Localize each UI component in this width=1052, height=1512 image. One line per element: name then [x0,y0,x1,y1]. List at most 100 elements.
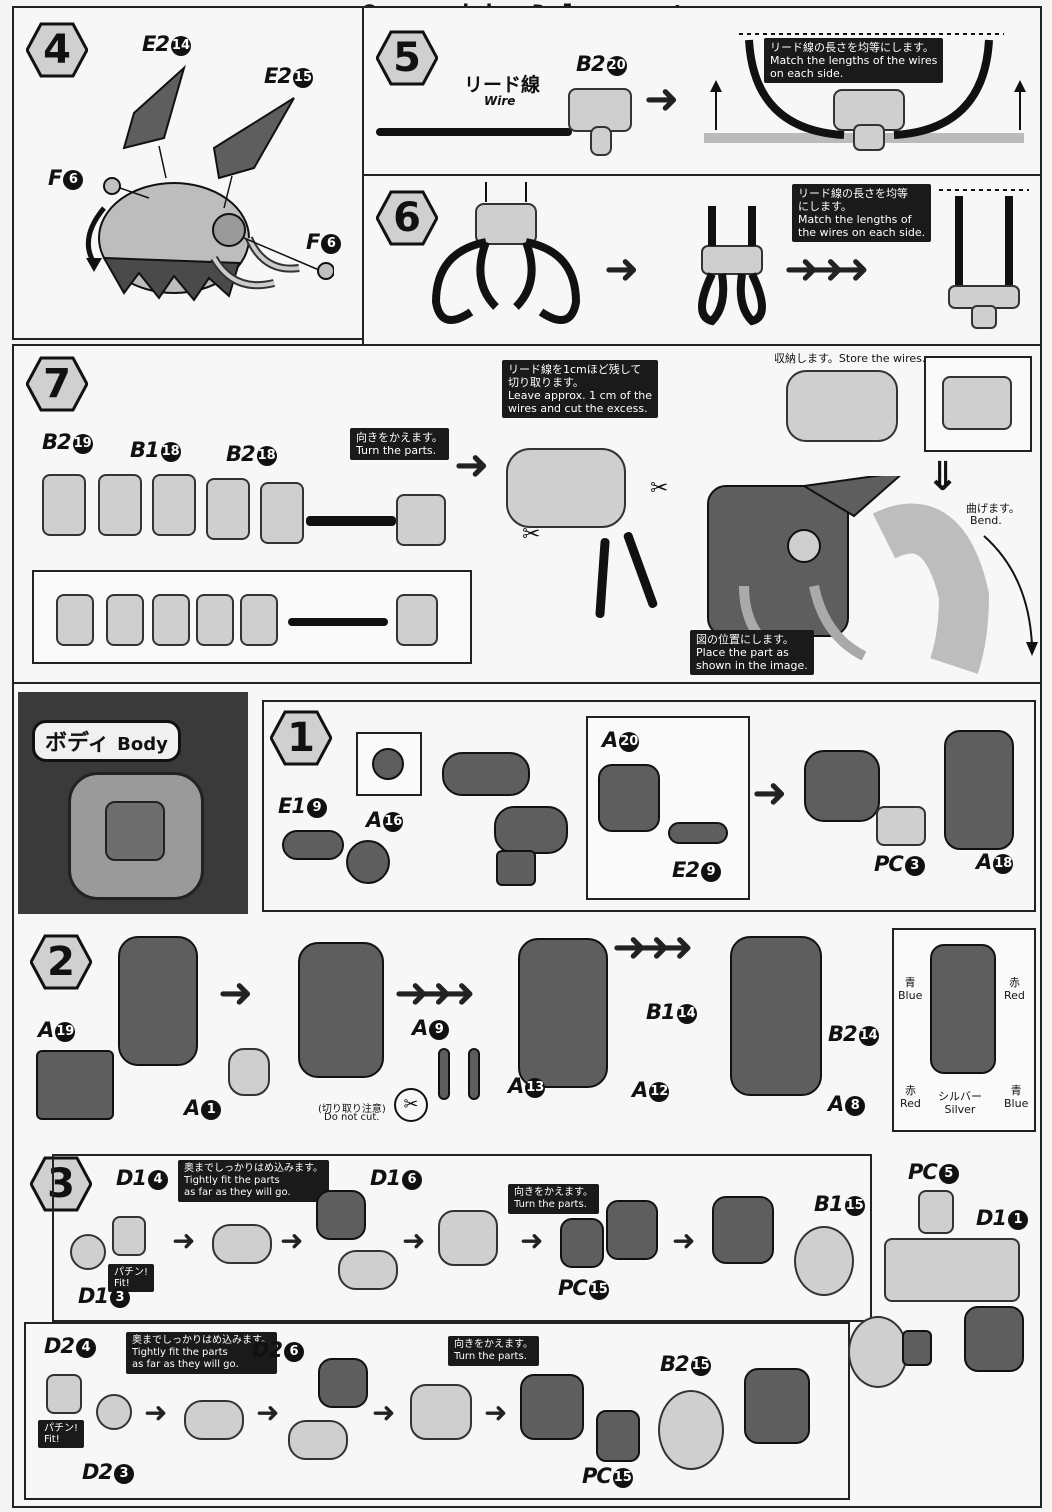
part-b2-15-ring [658,1390,724,1470]
part-a16 [346,840,390,884]
hip-joint [410,1384,472,1440]
part-a18 [944,730,1014,850]
torso-part [730,936,822,1096]
step-arrow: ➜ [604,244,640,293]
wire-hook-illustration [431,182,581,324]
part-pc5 [918,1190,954,1234]
step-number-hex: 4 [25,22,89,78]
turn-parts-note: 向きをかえます。 Turn the parts. [350,428,449,460]
assembled-joint [804,750,880,822]
body-part-photo [68,772,204,900]
turn-parts-note: 向きをかえます。 Turn the parts. [508,1184,599,1214]
part-detail-inset [356,732,422,796]
tail-segment [98,474,142,536]
tail-segments-bundle [506,448,626,528]
step-number: 2 [47,939,75,985]
assembled-d2 [288,1420,348,1460]
part-pc15 [606,1200,658,1260]
fit-badge: パチン!Fit! [38,1420,85,1448]
hip-joint [438,1210,498,1266]
step-number-hex: 6 [375,190,439,246]
turn-parts-note: 向きをかえます。 Turn the parts. [448,1336,539,1366]
step-arrow: ➜ [144,1396,168,1429]
hip-assembled [744,1368,810,1444]
step-6-panel: 6 ➜ ➜➜➜ リード線の長さを均等 にします。 Match the lengt… [362,174,1042,346]
part-d2-4 [46,1374,82,1414]
hip-joint-turned [560,1218,604,1268]
tail-segment [196,594,234,646]
step-number-hex: 1 [269,710,333,766]
step-arrow: ➜➜➜ [612,922,694,971]
scissors-icon: ✂ [650,476,669,501]
part-d1-1 [884,1238,1020,1302]
step-arrow: ➜➜➜ [394,968,476,1017]
part-a1 [228,1048,270,1096]
part-d1-3 [70,1234,106,1270]
tail-tip-part [396,494,446,546]
hip-assembled [712,1196,774,1264]
part-d2-6 [318,1358,368,1408]
torso-part [118,936,198,1066]
step-number: 6 [393,195,421,241]
head-assembly-illustration [85,64,334,302]
wire-pulled-illustration [698,206,766,326]
assembled-d1 [212,1224,272,1264]
step-number: 5 [393,35,421,81]
head-tail-illustration [707,476,1038,674]
joint-part [442,752,530,796]
wire-label-jp: リード線 [464,74,541,96]
tail-segment [56,594,94,646]
tail-segments-stored [786,370,898,442]
do-not-cut-jp: (切り取り注意) [318,1104,386,1115]
tail-segment [42,474,86,536]
scissors-icon: ✂ [522,522,541,547]
bend-label-en: Bend. [970,514,1002,527]
wire-even-illustration [939,189,1029,329]
wire-end [622,530,659,610]
step-arrow: ➜➜➜ [784,244,870,293]
hip-ball [902,1330,932,1366]
step-number: 4 [43,27,71,73]
fit-tightly-note: 奥までしっかりはめ込みます。 Tightly fit the parts as … [126,1332,277,1374]
body-title-badge: ボディ Body [18,692,248,914]
wire [288,618,388,626]
body-part-socket [105,801,165,861]
hip-ring-left [848,1316,908,1388]
body-title-en: Body [117,734,168,755]
hip-joint-turned [520,1374,584,1440]
step-number: 3 [47,1161,75,1207]
part-d1-4 [112,1216,146,1256]
wire [306,516,396,526]
cut-wire-note: リード線を1cmほど残して 切り取ります。 Leave approx. 1 cm… [502,360,659,418]
tail-segment [152,474,196,536]
part-e1-9 [282,830,344,860]
wire-label-en: Wire [484,94,516,108]
tail-segment [152,594,190,646]
wire [376,128,572,136]
joint-part [496,850,536,886]
